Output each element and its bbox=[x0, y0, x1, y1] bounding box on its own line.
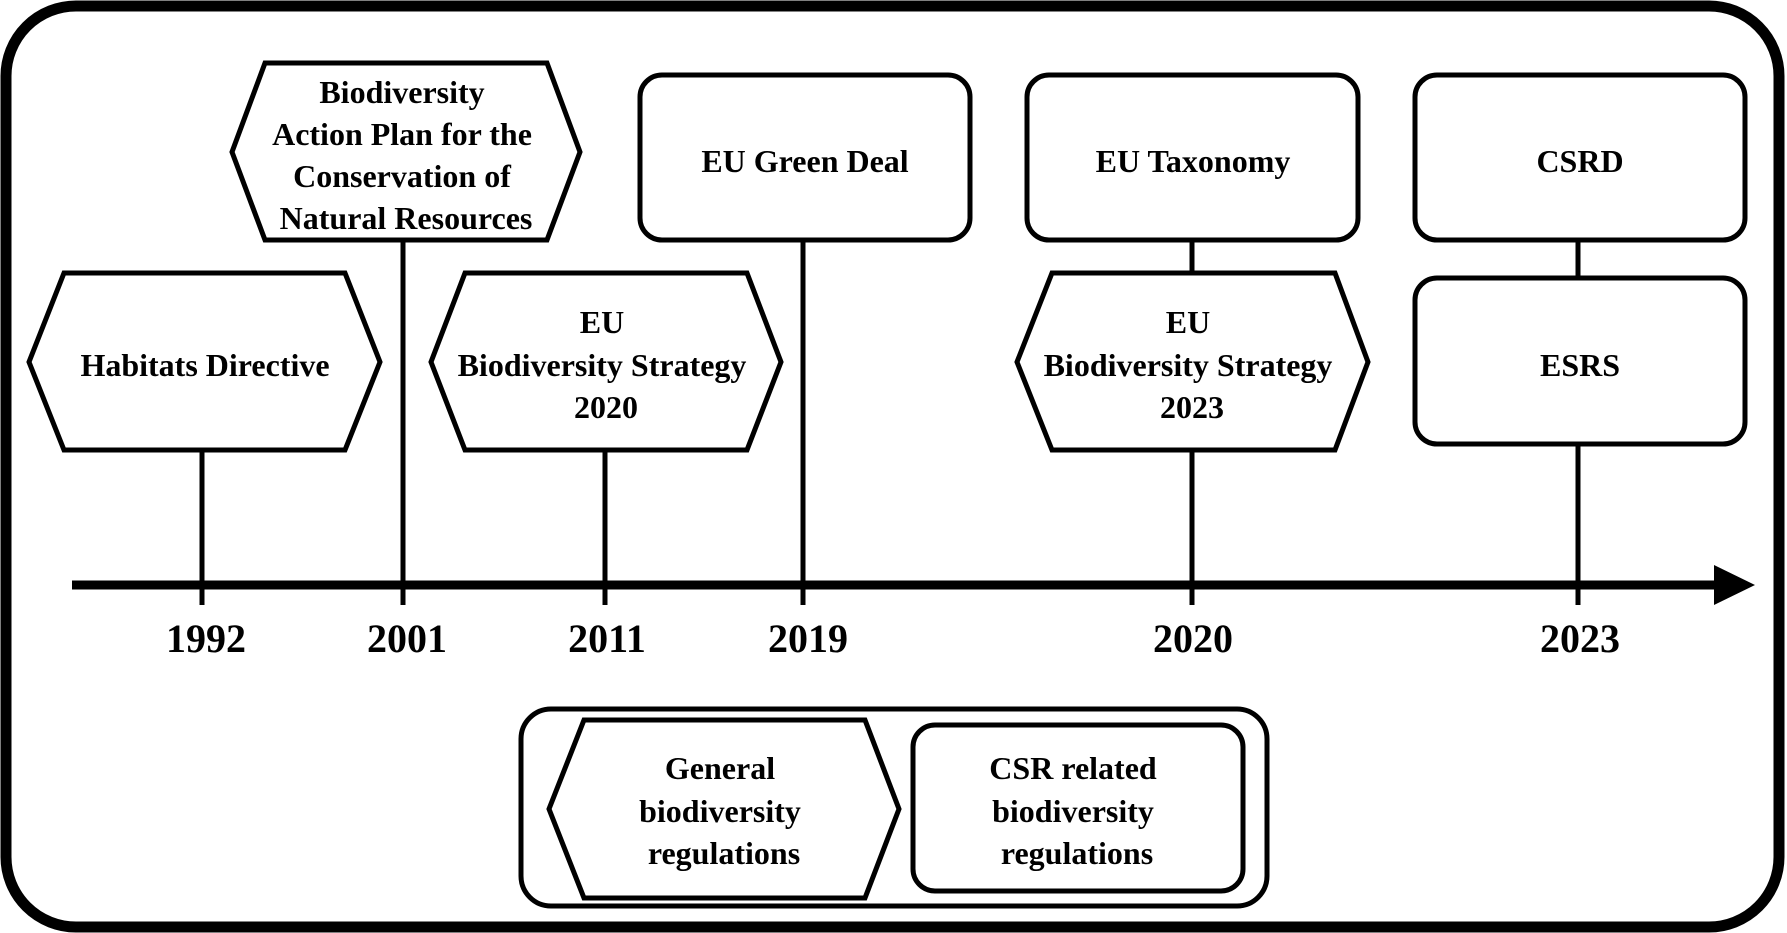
legend-csr-label: CSR related biodiversity regulations bbox=[989, 750, 1164, 871]
year-label-2023: 2023 bbox=[1540, 616, 1620, 661]
connectors bbox=[199, 240, 1581, 605]
year-label-2019: 2019 bbox=[768, 616, 848, 661]
year-label-2011: 2011 bbox=[568, 616, 646, 661]
csrd-label: CSRD bbox=[1536, 143, 1623, 179]
green-deal-label: EU Green Deal bbox=[701, 143, 908, 179]
taxonomy-box bbox=[1024, 72, 1361, 243]
strategy-2023-label: EU Biodiversity Strategy 2023 bbox=[1044, 304, 1341, 425]
legend-general-hexagon bbox=[546, 717, 902, 901]
esrs-box bbox=[1412, 275, 1748, 447]
green-deal-box bbox=[637, 72, 973, 243]
strategy-2023-hexagon bbox=[1014, 270, 1371, 453]
year-label-1992: 1992 bbox=[166, 616, 246, 661]
year-label-2001: 2001 bbox=[367, 616, 447, 661]
legend: General biodiversity regulations CSR rel… bbox=[518, 706, 1270, 909]
year-label-2020: 2020 bbox=[1153, 616, 1233, 661]
general-regulation-shapes bbox=[26, 60, 1371, 453]
habitats-directive-label: Habitats Directive bbox=[80, 347, 329, 383]
esrs-label: ESRS bbox=[1540, 347, 1620, 383]
action-plan-hexagon bbox=[229, 60, 583, 243]
event-labels: Habitats Directive Biodiversity Action P… bbox=[80, 74, 1623, 425]
timeline-arrowhead bbox=[1714, 565, 1755, 605]
legend-general-label: General biodiversity regulations bbox=[639, 750, 809, 871]
action-plan-label: Biodiversity Action Plan for the Conserv… bbox=[272, 74, 540, 236]
legend-csr-box bbox=[910, 722, 1246, 894]
year-labels: 1992 2001 2011 2019 2020 2023 bbox=[166, 616, 1620, 661]
habitats-directive-hexagon bbox=[26, 270, 383, 453]
strategy-2020-hexagon bbox=[428, 270, 784, 453]
strategy-2020-label: EU Biodiversity Strategy 2020 bbox=[458, 304, 755, 425]
csrd-box bbox=[1412, 72, 1748, 243]
csr-regulation-shapes bbox=[637, 72, 1748, 447]
taxonomy-label: EU Taxonomy bbox=[1096, 143, 1291, 179]
